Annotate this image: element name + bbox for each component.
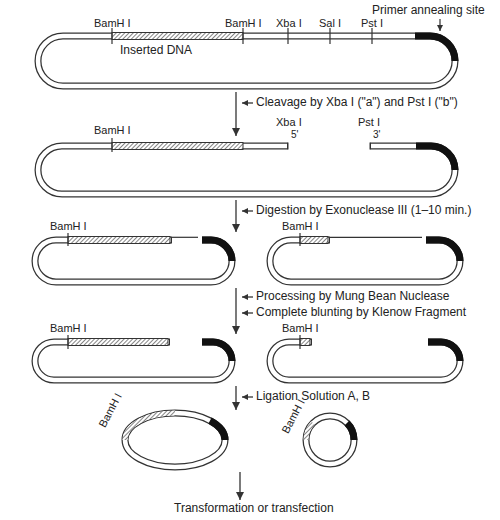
- site-label: BamH I: [50, 322, 87, 335]
- site-label: BamH I: [282, 220, 319, 233]
- region-label: Inserted DNA: [120, 44, 192, 58]
- site-label: BamH I: [282, 322, 319, 335]
- site-label: BamH I: [96, 391, 124, 429]
- site-label: BamH I: [94, 124, 131, 137]
- step-label: Ligation Solution A, B: [256, 390, 370, 404]
- end-label: 3': [373, 129, 380, 141]
- site-label: BamH I: [225, 17, 262, 30]
- site-label: Pst I: [361, 17, 383, 30]
- site-label: Xba I: [276, 116, 302, 129]
- step-label: Processing by Mung Bean Nuclease: [256, 290, 449, 304]
- step-label: Transformation or transfection: [174, 502, 334, 516]
- end-label: 5': [291, 129, 298, 141]
- site-label: Pst I: [358, 116, 380, 129]
- site-label: BamH I: [50, 220, 87, 233]
- digested-fragment: [35, 233, 460, 282]
- site-label: BamH I: [94, 17, 131, 30]
- cut-plasmid: [38, 138, 455, 194]
- site-label: Xba I: [276, 17, 302, 30]
- blunted-fragment: [35, 335, 460, 380]
- process-arrow: [236, 92, 253, 500]
- site-label: Sal I: [319, 17, 341, 30]
- ligated-circle: [125, 413, 354, 467]
- step-label: Cleavage by Xba I ("a") and Pst I ("b"): [256, 96, 458, 110]
- callout-label: Primer annealing site: [372, 4, 485, 18]
- plasmid: [38, 19, 455, 86]
- step-label: Complete blunting by Klenow Fragment: [256, 306, 466, 320]
- step-label: Digestion by Exonuclease III (1–10 min.): [256, 204, 471, 218]
